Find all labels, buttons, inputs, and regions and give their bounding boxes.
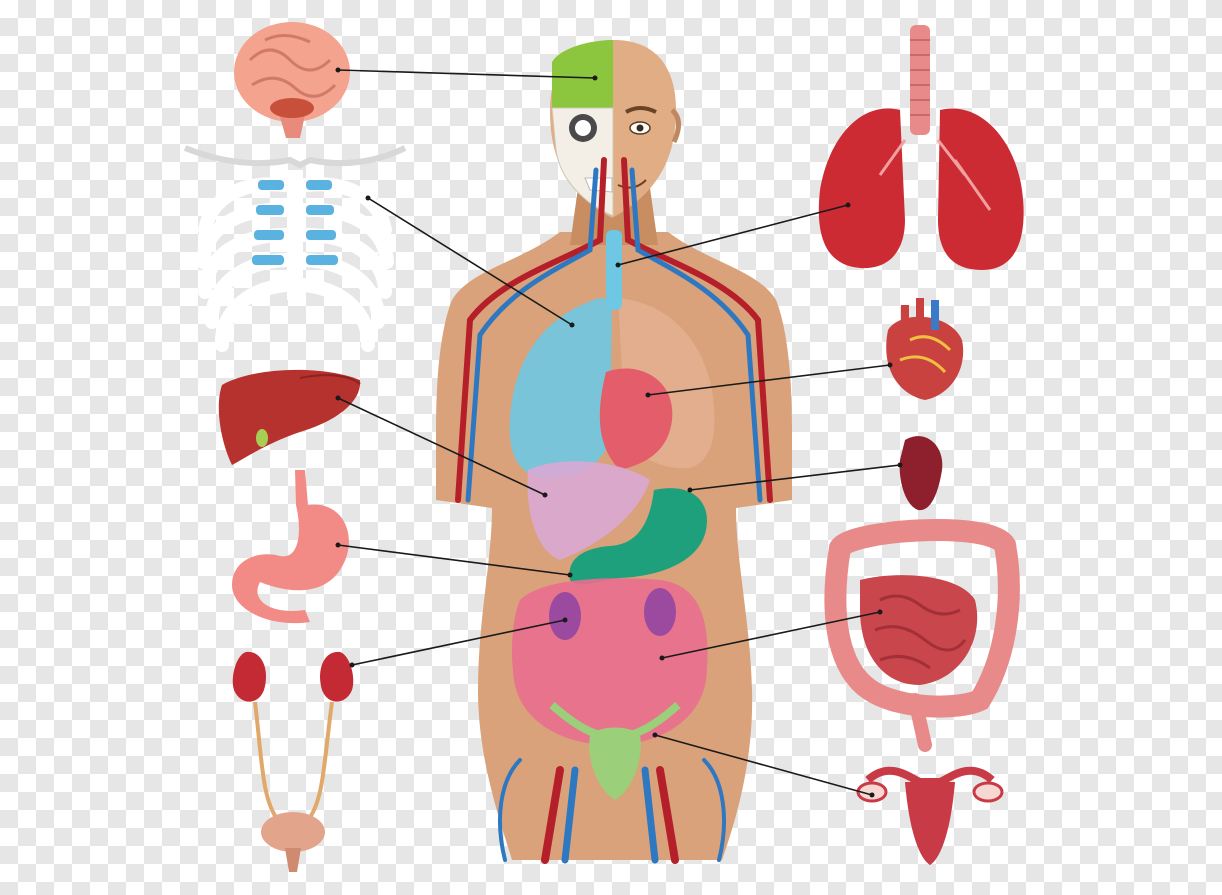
stomach-icon	[232, 470, 349, 623]
uterus-icon	[858, 771, 1002, 865]
inner-kidney-right	[644, 588, 676, 636]
kidney-icon	[233, 652, 354, 872]
inner-trachea	[606, 230, 622, 310]
heart-icon	[886, 298, 963, 400]
lungs-icon	[819, 25, 1024, 270]
human-torso	[436, 40, 792, 860]
head-brain-section	[552, 40, 613, 108]
face-pupil	[637, 125, 644, 132]
liver-icon	[219, 370, 360, 465]
brain-icon	[234, 22, 350, 138]
intestines-icon	[835, 530, 1008, 745]
spleen-icon	[900, 436, 943, 510]
inner-kidney-left	[549, 592, 581, 640]
ribcage-icon	[185, 148, 405, 345]
skull-eye	[575, 120, 591, 136]
inner-intestines	[512, 578, 707, 745]
